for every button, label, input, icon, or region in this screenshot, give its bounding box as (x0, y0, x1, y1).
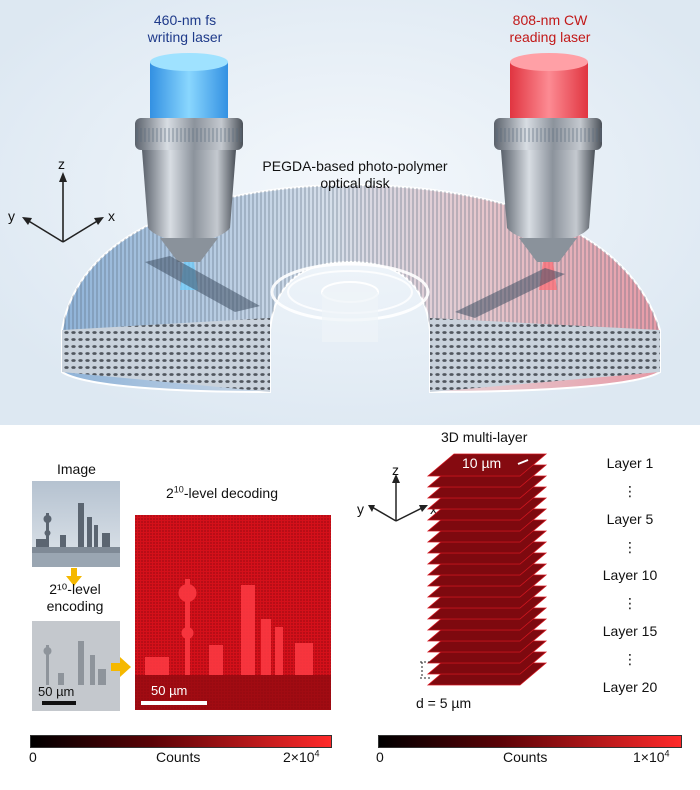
axis-z-small: z (392, 462, 399, 478)
axis-y-small: y (357, 501, 364, 517)
stack-scale-label: 10 µm (462, 455, 502, 471)
right-arrow-icon (111, 657, 131, 677)
decoding-scalebar: 50 µm (151, 683, 188, 698)
colorbar-left-max: 2×104 (283, 748, 320, 765)
axis-triad (22, 172, 104, 243)
writing-objective (135, 53, 243, 290)
stack-scale-bar (517, 459, 529, 465)
colorbar-left-label: Counts (156, 749, 201, 765)
decoding-title: 210-level decoding (166, 484, 278, 501)
axis-z-label: z (58, 156, 65, 172)
colorbar-right-min: 0 (376, 749, 384, 765)
layer-label: Layer 15 (602, 623, 658, 639)
encoding-scalebar: 50 µm (38, 684, 75, 699)
colorbar-right-label: Counts (503, 749, 548, 765)
writing-laser-label: 460-nm fs writing laser (147, 12, 223, 45)
results-panels: Image 2¹⁰-level encoding (0, 425, 700, 790)
read-track (455, 268, 565, 318)
colorbar-left (30, 735, 332, 748)
layer-list: Layer 1 ⋮ Layer 5 ⋮ Layer 10 ⋮ Layer 15 ⋮ Layer … (590, 449, 670, 701)
layer-label: Layer 1 (606, 455, 654, 471)
layer-label: Layer 20 (602, 679, 658, 695)
reading-laser-label: 808-nm CW reading laser (509, 12, 591, 45)
layer-ellipsis: ⋮ (623, 483, 637, 499)
skyline-photo (32, 481, 120, 567)
layer-stack (420, 453, 548, 686)
colorbar-right-max: 1×104 (633, 748, 670, 765)
layer-ellipsis: ⋮ (623, 595, 637, 611)
multilayer-title: 3D multi-layer (441, 429, 528, 445)
encoded-image (32, 621, 120, 711)
optical-disk-schematic: 460-nm fs writing laser 808-nm CW readin… (0, 0, 700, 425)
layer-label: Layer 5 (606, 511, 654, 527)
encoding-label: 2¹⁰-level encoding (46, 581, 104, 614)
layer-spacing-label: d = 5 µm (416, 695, 472, 711)
decoded-image (135, 515, 331, 710)
reading-objective (494, 53, 602, 290)
colorbar-left-min: 0 (29, 749, 37, 765)
schematic-illustration (0, 0, 700, 425)
down-arrow-icon (66, 568, 82, 586)
layer-signal (428, 454, 546, 476)
layer-ellipsis: ⋮ (623, 651, 637, 667)
axis-y-label: y (8, 208, 15, 224)
image-title: Image (57, 461, 96, 477)
colorbar-right (378, 735, 682, 748)
layer-ellipsis: ⋮ (623, 539, 637, 555)
layer-spacing-bracket (420, 661, 430, 679)
axis-triad-small (368, 474, 428, 522)
axis-x-label: x (108, 208, 115, 224)
disk-label: PEGDA-based photo-polymer optical disk (262, 158, 448, 191)
written-track (145, 256, 260, 312)
layer-label: Layer 10 (602, 567, 658, 583)
